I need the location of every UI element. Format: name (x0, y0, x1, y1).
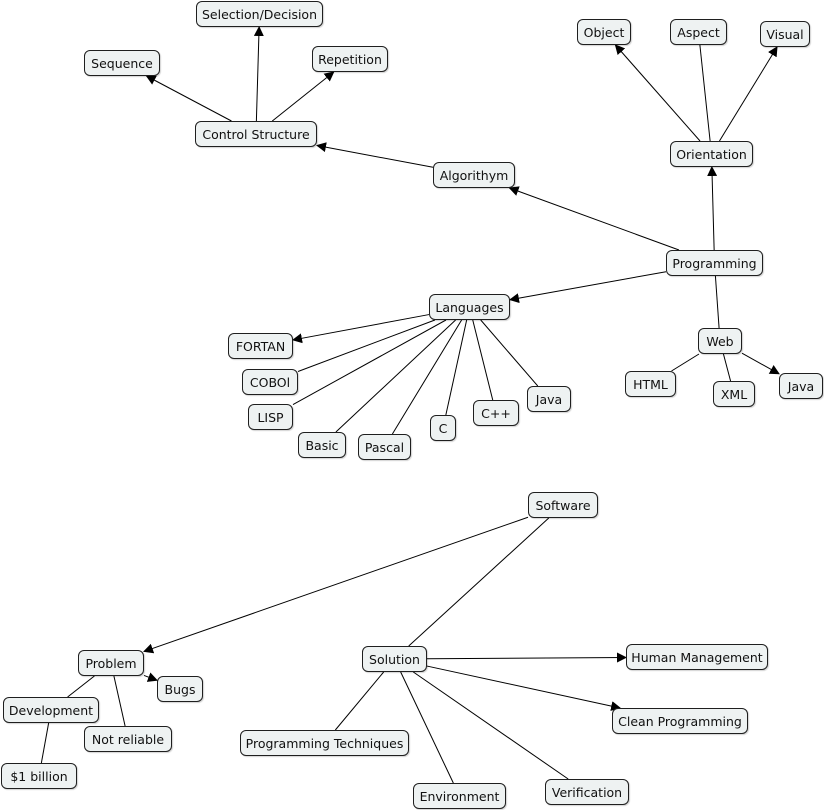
node-lisp[interactable]: LISP (248, 404, 293, 430)
node-xml[interactable]: XML (713, 381, 755, 407)
connector-problem-to-not_reliable (113, 675, 126, 727)
connector-software-to-problem (143, 516, 529, 654)
node-algorithym[interactable]: Algorithym (433, 162, 515, 188)
node-java-web[interactable]: Java (779, 373, 823, 399)
connector-languages-to-fortan (292, 314, 430, 344)
node-clean-programming[interactable]: Clean Programming (612, 708, 748, 734)
node-bugs[interactable]: Bugs (157, 676, 203, 702)
node-web[interactable]: Web (698, 328, 742, 354)
connector-programming-to-languages (509, 271, 667, 304)
connector-software-to-solution (408, 517, 550, 647)
connector-control_structure-to-sequence (145, 75, 232, 122)
connector-orientation-to-aspect (699, 44, 711, 142)
connector-web-to-xml (722, 353, 732, 382)
node-visual[interactable]: Visual (760, 21, 810, 47)
connector-solution-to-verification (413, 671, 569, 780)
node-human-management[interactable]: Human Management (626, 644, 768, 670)
connector-languages-to-coboi (297, 319, 436, 372)
connector-solution-to-human_management (426, 652, 627, 663)
connector-development-to-one_billion (40, 722, 50, 764)
node-basic[interactable]: Basic (298, 432, 346, 458)
node-not-reliable[interactable]: Not reliable (84, 726, 172, 752)
node-software[interactable]: Software (528, 492, 598, 518)
node-programming-techniques[interactable]: Programming Techniques (240, 730, 409, 756)
node-c[interactable]: C (430, 415, 456, 441)
connector-problem-to-development (67, 675, 95, 698)
connector-problem-to-bugs (143, 672, 158, 682)
connector-web-to-html (671, 353, 700, 372)
node-html[interactable]: HTML (625, 371, 676, 397)
connector-control_structure-to-repetition (271, 71, 335, 122)
node-aspect[interactable]: Aspect (670, 19, 727, 45)
connector-solution-to-environment (400, 671, 454, 784)
connector-orientation-to-object (614, 44, 701, 142)
node-fortan[interactable]: FORTAN (228, 333, 293, 359)
node-pascal[interactable]: Pascal (358, 434, 411, 460)
connector-programming-to-web (714, 275, 720, 329)
node-verification[interactable]: Verification (545, 779, 629, 805)
connector-languages-to-lisp (292, 319, 447, 406)
node-repetition[interactable]: Repetition (312, 46, 388, 72)
node-object[interactable]: Object (577, 19, 631, 45)
node-sequence[interactable]: Sequence (84, 50, 160, 76)
node-environment[interactable]: Environment (413, 783, 506, 809)
connector-web-to-java_web (741, 352, 780, 375)
connector-languages-to-cpp (472, 319, 494, 401)
node-control-structure[interactable]: Control Structure (195, 121, 317, 147)
node-problem[interactable]: Problem (78, 650, 144, 676)
node-java-language[interactable]: Java (527, 386, 571, 412)
node-solution[interactable]: Solution (362, 646, 427, 672)
node-languages[interactable]: Languages (429, 294, 510, 320)
connector-languages-to-java_lang (480, 319, 539, 387)
connector-orientation-to-visual (719, 46, 778, 142)
node-orientation[interactable]: Orientation (670, 141, 753, 167)
node-selection-decision[interactable]: Selection/Decision (196, 1, 323, 27)
connector-languages-to-pascal (391, 319, 463, 435)
connector-languages-to-basic (335, 319, 456, 433)
node-cpp[interactable]: C++ (473, 400, 519, 426)
node-programming[interactable]: Programming (666, 250, 763, 276)
connector-control_structure-to-selection_decision (253, 26, 264, 122)
connector-algorithym-to-control_structure (316, 142, 434, 168)
connector-languages-to-c (445, 319, 468, 416)
node-cobol[interactable]: COBOl (242, 369, 298, 395)
connector-programming-to-algorithym (508, 186, 680, 251)
connector-solution-to-clean_programming (426, 665, 622, 711)
connector-programming-to-orientation (707, 166, 718, 251)
node-development[interactable]: Development (3, 697, 99, 723)
node-one-billion[interactable]: $1 billion (1, 763, 77, 789)
connector-solution-to-programming_techniques (334, 671, 385, 731)
